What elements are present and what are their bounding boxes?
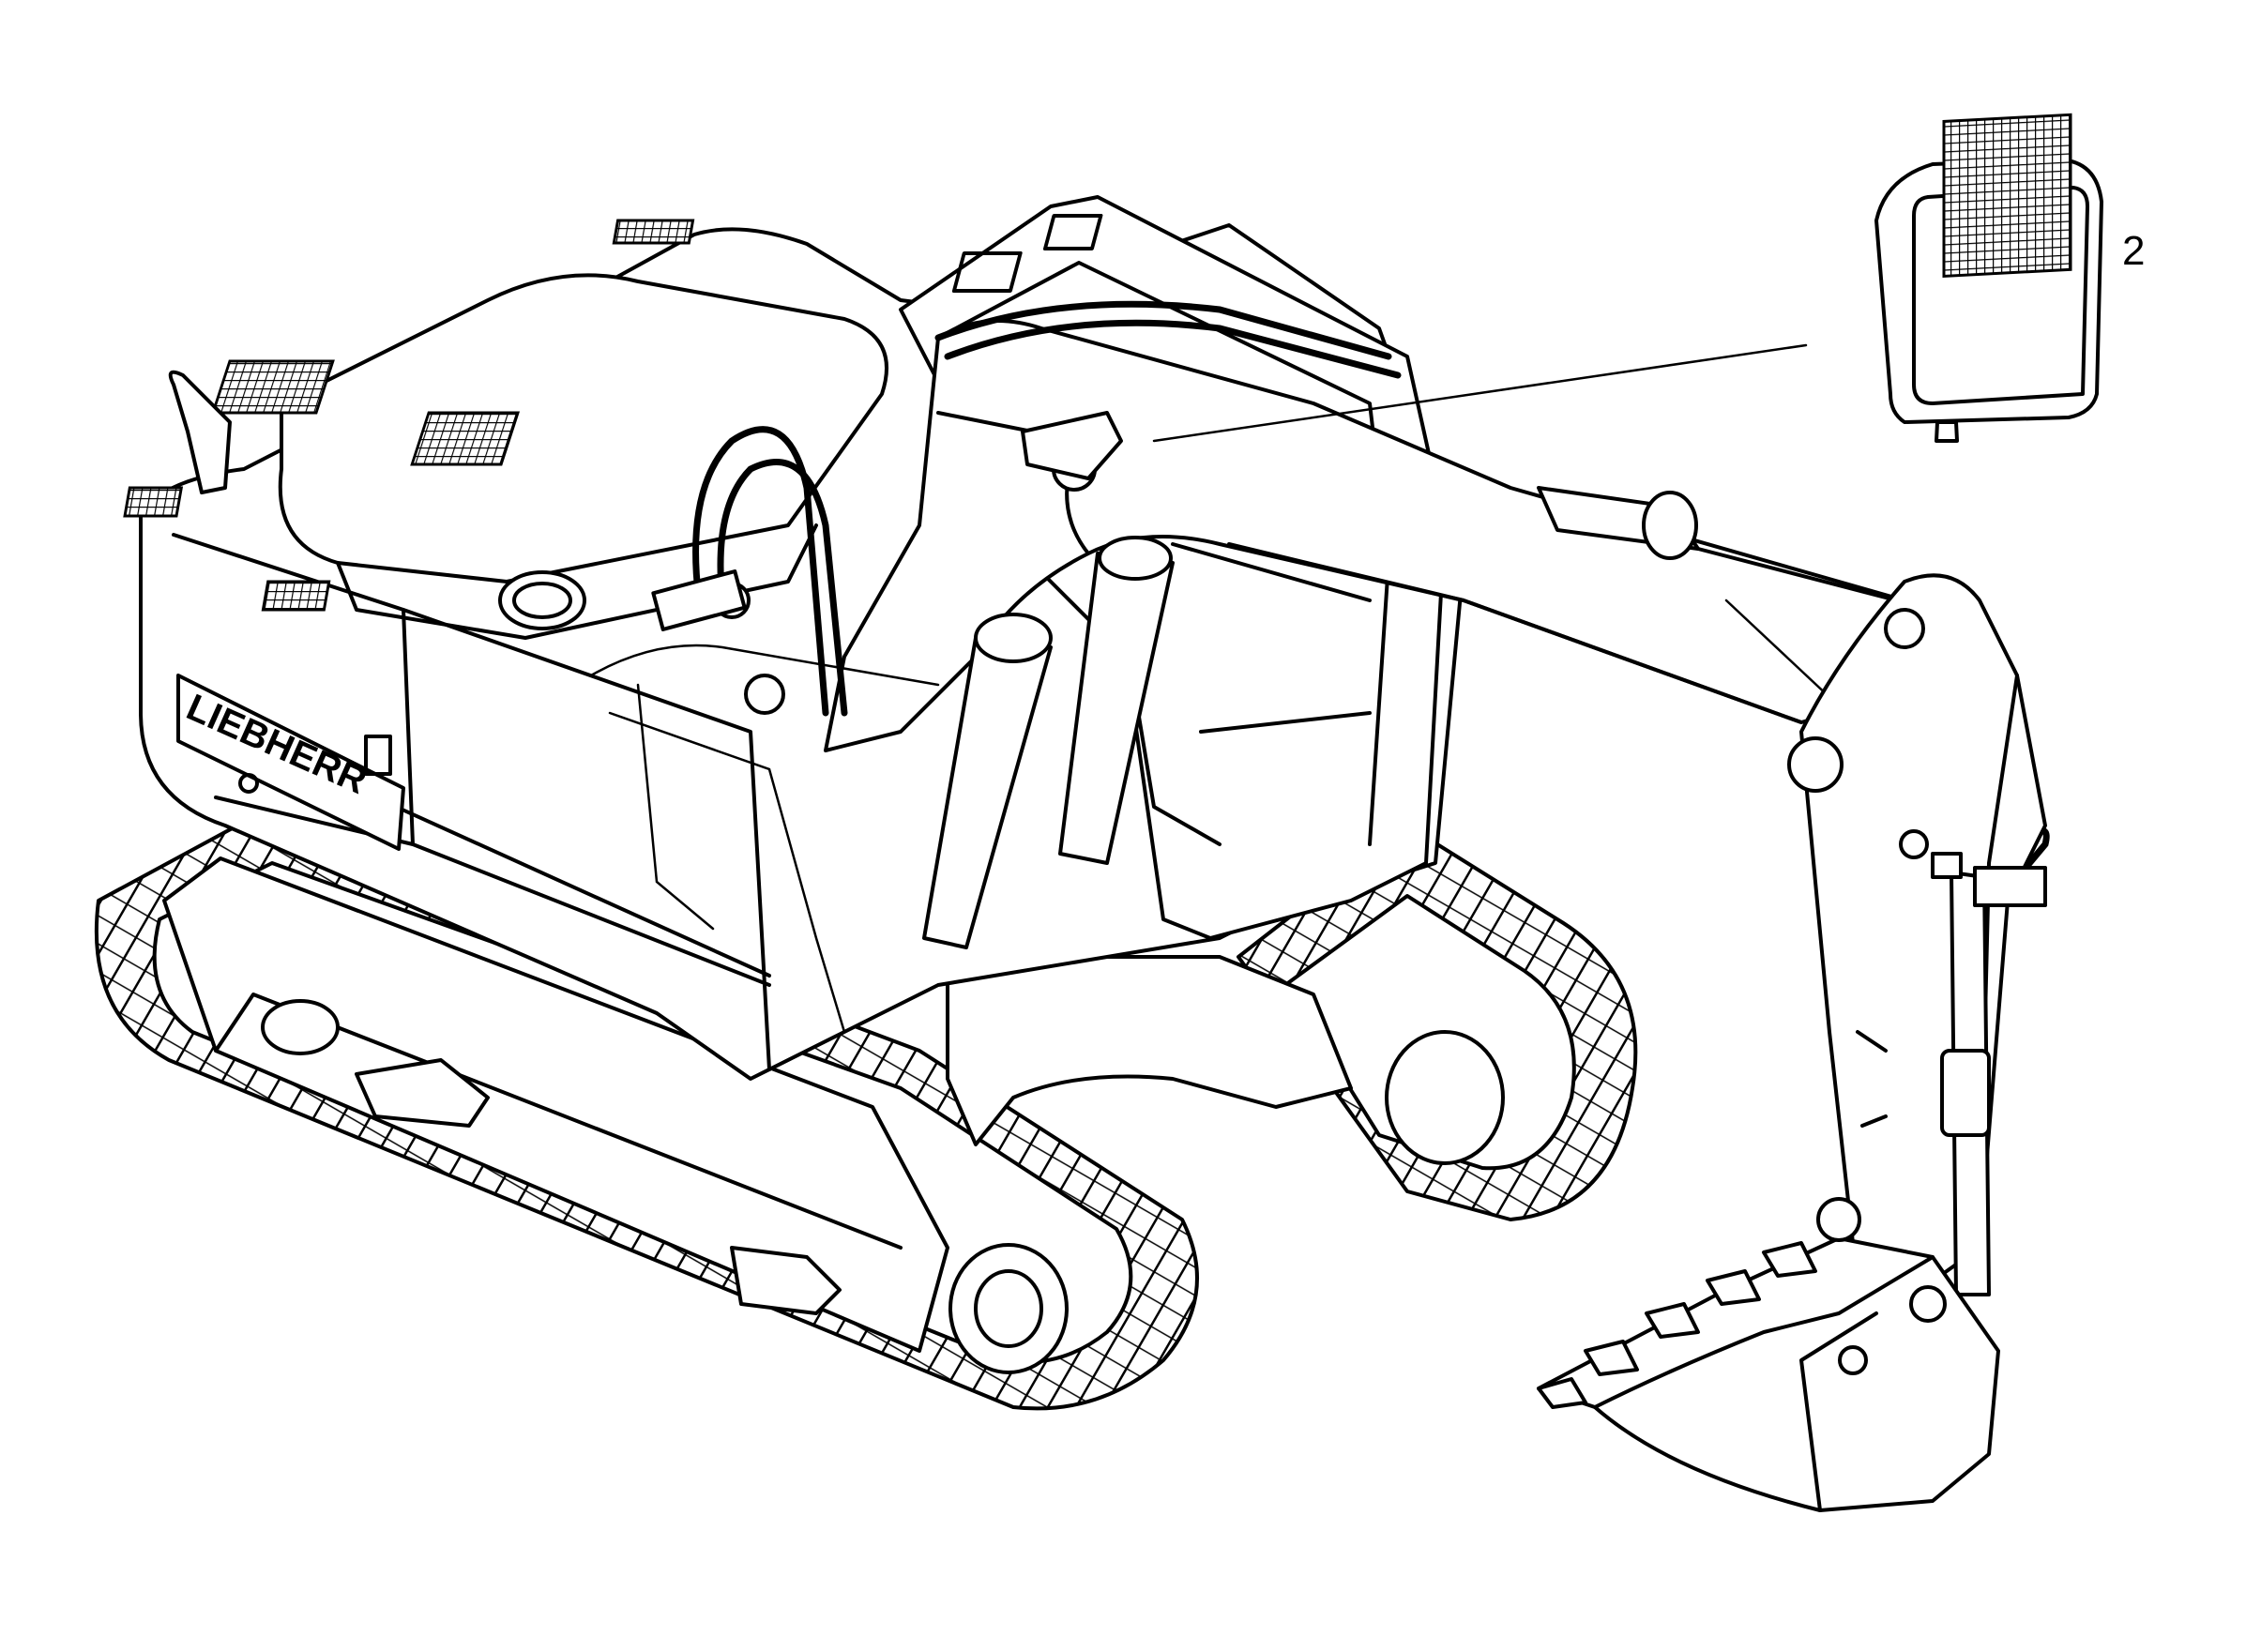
boom	[824, 319, 1972, 949]
work-lamp-icon	[1874, 113, 2103, 443]
bucket	[1537, 1197, 2000, 1512]
callout-number-2: 2	[2122, 228, 2146, 274]
stick	[1787, 573, 2047, 1296]
undercarriage	[946, 955, 1353, 1146]
callout-leader-line	[1152, 343, 1808, 443]
left-track	[94, 805, 1199, 1411]
right-track	[1237, 824, 1638, 1221]
